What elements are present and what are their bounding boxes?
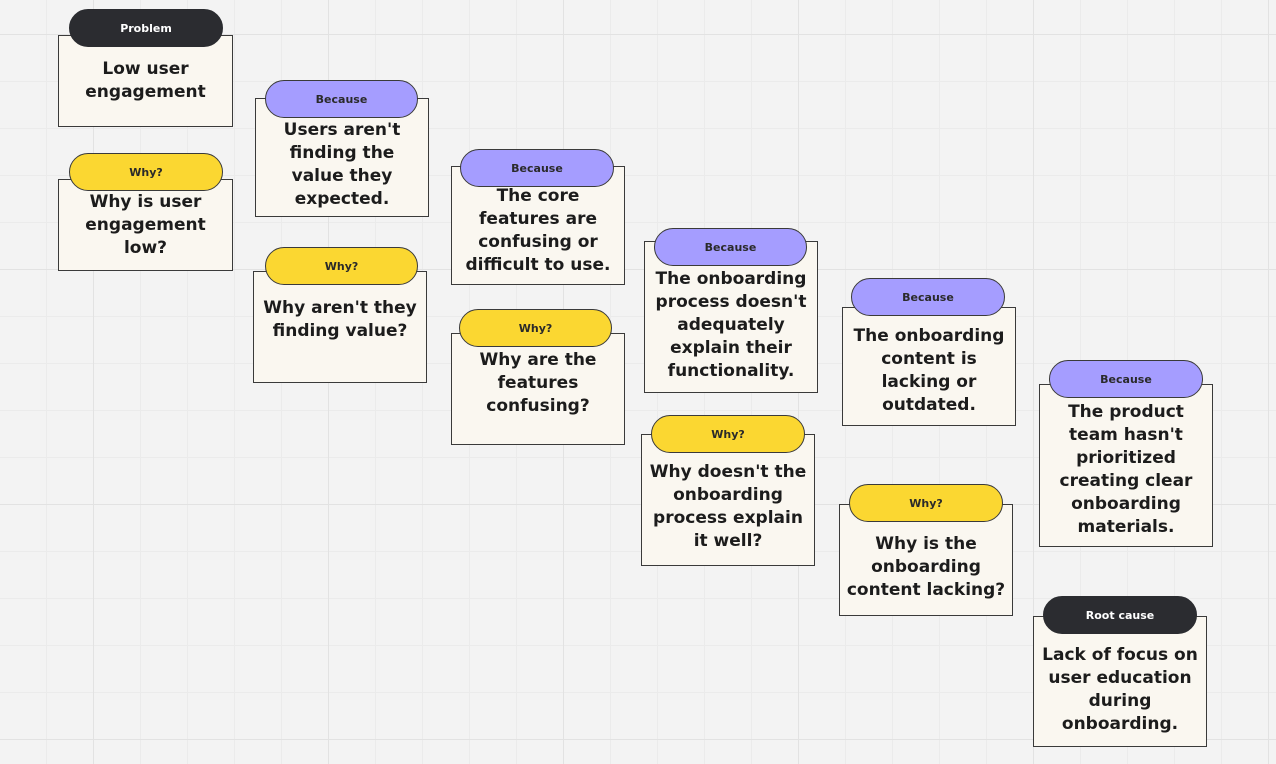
because4-label: Because [851, 278, 1005, 316]
because1-label: Because [265, 80, 418, 118]
root-cause-card[interactable]: Lack of focus on user education during o… [1033, 616, 1207, 747]
why3-text: Why are the features confusing? [479, 349, 597, 416]
root-cause-text: Lack of focus on user education during o… [1042, 644, 1198, 734]
why3-label: Why? [459, 309, 612, 347]
why1-text: Why is user engagement low? [85, 191, 206, 258]
why2-text: Why aren't they finding value? [263, 298, 417, 341]
because3-label: Because [654, 228, 807, 266]
because1-text: Users aren't finding the value they expe… [283, 119, 401, 209]
because2-text: The core features are confusing or diffi… [465, 185, 611, 275]
why3-card[interactable]: Why are the features confusing? [451, 333, 625, 445]
problem-card[interactable]: Low user engagement [58, 35, 233, 127]
because4-card[interactable]: The onboarding content is lacking or out… [842, 307, 1016, 426]
problem-label: Problem [69, 9, 223, 47]
because5-card[interactable]: The product team hasn't prioritized crea… [1039, 384, 1213, 547]
root-cause-label: Root cause [1043, 596, 1197, 634]
why2-label: Why? [265, 247, 418, 285]
because5-label: Because [1049, 360, 1203, 398]
because5-text: The product team hasn't prioritized crea… [1059, 401, 1193, 537]
why5-label: Why? [849, 484, 1003, 522]
why1-label: Why? [69, 153, 223, 191]
problem-text: Low user engagement [85, 59, 206, 102]
why2-card[interactable]: Why aren't they finding value? [253, 271, 427, 383]
why4-label: Why? [651, 415, 805, 453]
why5-text: Why is the onboarding content lacking? [846, 533, 1006, 600]
why1-card[interactable]: Why is user engagement low? [58, 179, 233, 271]
why4-text: Why doesn't the onboarding process expla… [649, 462, 807, 551]
why4-card[interactable]: Why doesn't the onboarding process expla… [641, 434, 815, 566]
because3-card[interactable]: The onboarding process doesn't adequatel… [644, 241, 818, 393]
because4-text: The onboarding content is lacking or out… [853, 325, 1005, 415]
because2-label: Because [460, 149, 614, 187]
because3-text: The onboarding process doesn't adequatel… [655, 268, 807, 381]
